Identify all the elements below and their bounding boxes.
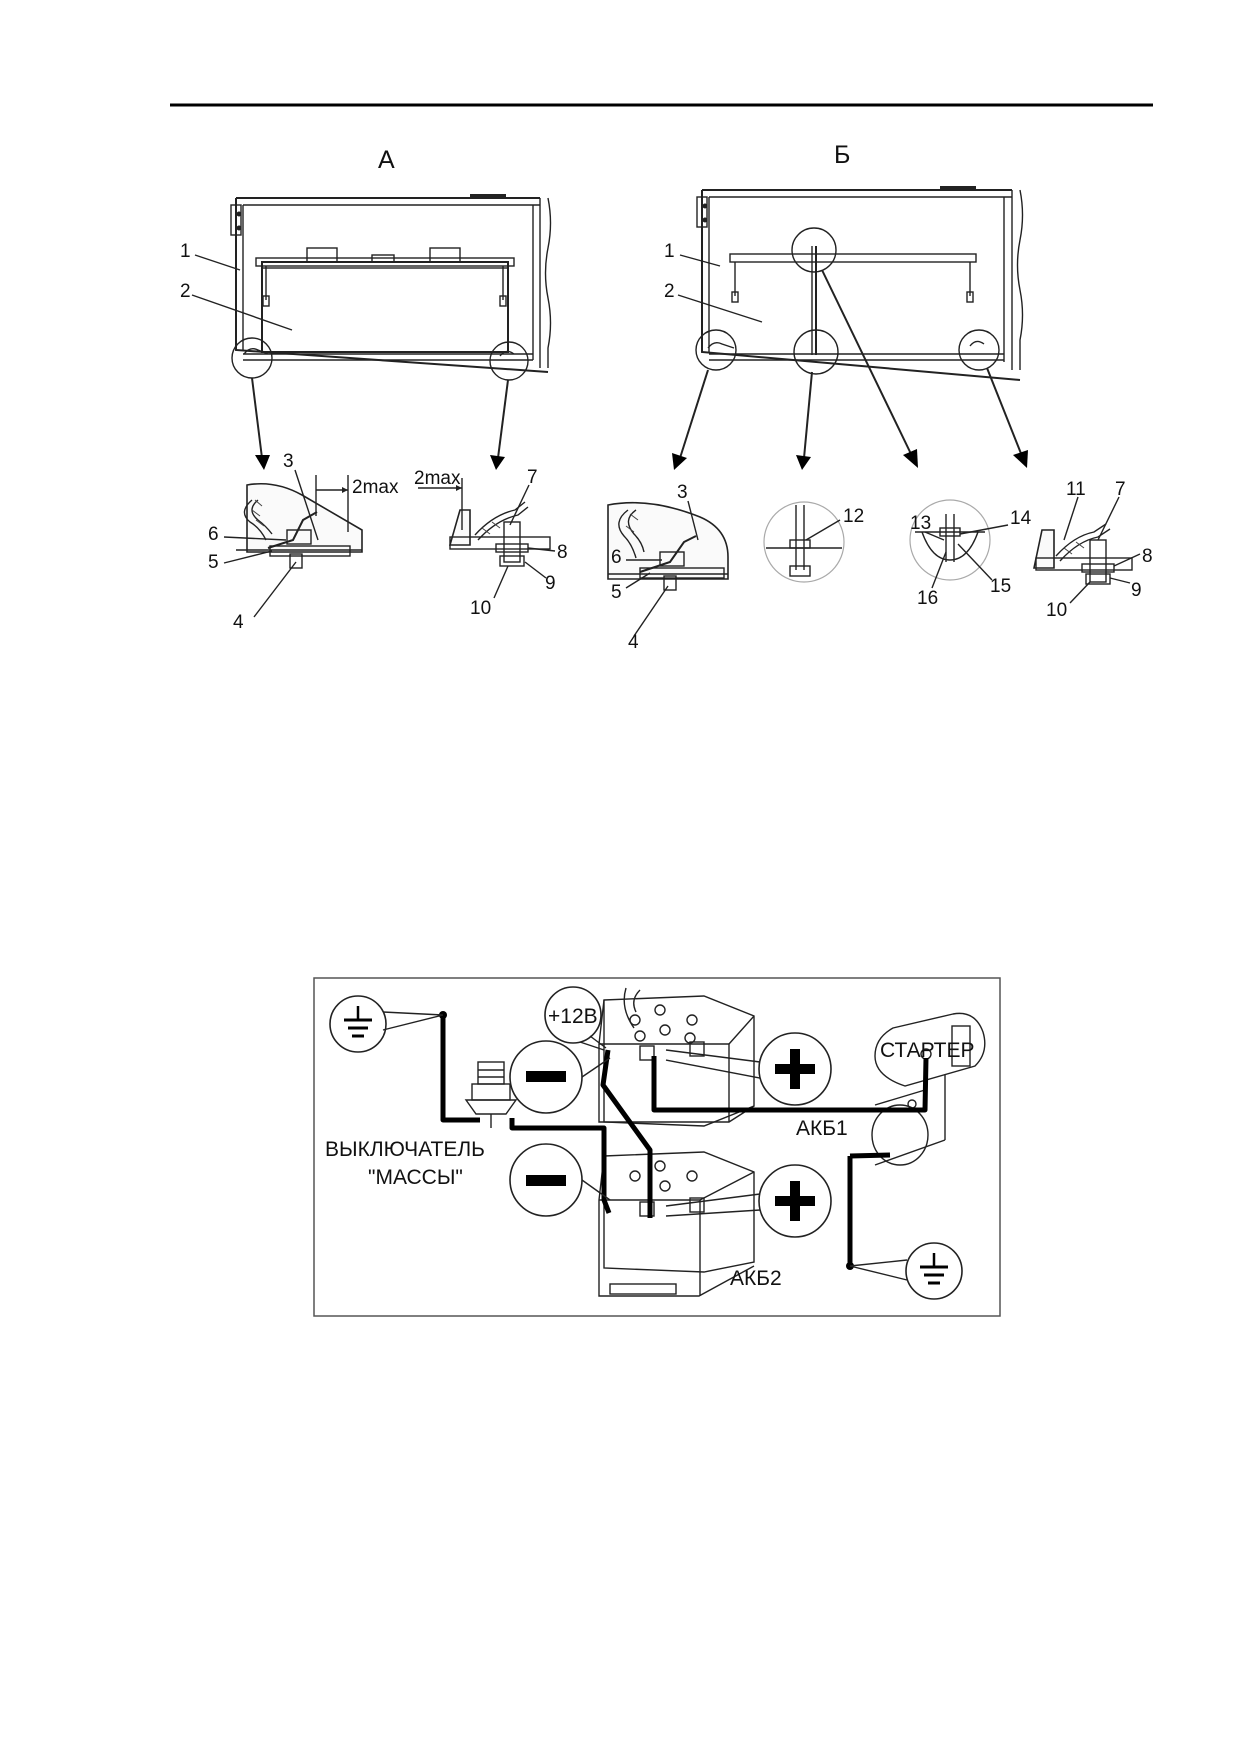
voltage-label: +12В	[548, 1005, 598, 1028]
callout-circle-right-a	[489, 341, 529, 381]
callout-label: 4	[628, 632, 639, 653]
leader	[524, 561, 547, 579]
wiring-schematic: +12В СТАРТЕР АКБ1 АКБ2 ВЫКЛЮЧАТЕЛЬ "МАСС…	[313, 977, 1001, 1317]
clearance-label: 2max	[414, 468, 461, 489]
starter	[871, 1012, 986, 1166]
plus-icon	[665, 1164, 832, 1238]
terminal-detail-a-left	[236, 475, 363, 569]
callout-label: 7	[1115, 479, 1126, 500]
callout-label: 3	[283, 451, 294, 472]
wires	[439, 987, 929, 1270]
callout-label: 14	[1010, 508, 1032, 529]
leader	[1069, 581, 1091, 604]
terminal-detail-b-left	[607, 501, 729, 591]
rod-top-detail-b	[909, 499, 991, 581]
callout-label: 2	[664, 281, 675, 302]
starter-label: СТАРТЕР	[880, 1039, 975, 1062]
mass-switch	[464, 1061, 518, 1128]
callout-label: 8	[1142, 546, 1153, 567]
view-b: Б	[607, 141, 1153, 653]
clearance-label: 2max	[352, 477, 399, 498]
callout-label: 4	[233, 612, 244, 633]
voltage-tag	[544, 986, 607, 1051]
callout-label: 9	[1131, 580, 1142, 601]
leader	[253, 561, 297, 618]
callout-label: 2	[180, 281, 191, 302]
leader	[223, 550, 273, 564]
arrows-view-b	[672, 269, 1028, 470]
switch-label-sub: "МАССЫ"	[368, 1166, 463, 1189]
ground-icon	[849, 1242, 963, 1300]
callout-label: 10	[470, 598, 491, 619]
view-a-title: А	[378, 146, 395, 174]
callout-label: 5	[208, 552, 219, 573]
leader	[687, 500, 699, 541]
callout-label: 11	[1066, 479, 1086, 500]
schematic-frame	[313, 977, 1001, 1317]
minus-icon	[509, 1040, 611, 1114]
battery-akb1	[598, 995, 755, 1127]
callout-label: 3	[677, 482, 688, 503]
leader	[1113, 553, 1141, 567]
leader	[223, 536, 287, 541]
battery1-label: АКБ1	[796, 1117, 848, 1140]
callout-label: 10	[1046, 600, 1067, 621]
view-a: А	[180, 146, 568, 633]
battery-akb2	[598, 1151, 755, 1297]
rod-detail-b	[763, 501, 845, 583]
battery-compartment-b	[695, 186, 1024, 381]
battery-compartment-a	[230, 194, 552, 381]
leader	[527, 547, 556, 552]
leaders-view-a	[191, 254, 293, 331]
callout-label: 1	[664, 241, 675, 262]
leader	[959, 524, 1009, 535]
leaders-view-b	[677, 254, 763, 323]
callout-circle-left-a	[231, 337, 273, 379]
arrows-view-a	[251, 377, 509, 470]
callout-label: 12	[843, 506, 864, 527]
leader	[633, 585, 669, 637]
leader	[625, 572, 651, 589]
callout-label: 5	[611, 582, 622, 603]
callout-label: 7	[527, 467, 538, 488]
leader	[924, 531, 945, 541]
switch-label: ВЫКЛЮЧАТЕЛЬ	[325, 1138, 485, 1161]
callout-label: 13	[910, 513, 931, 534]
callout-label: 9	[545, 573, 556, 594]
leader	[1109, 577, 1131, 584]
leader	[294, 469, 319, 541]
leader	[931, 551, 947, 589]
callout-label: 6	[208, 524, 219, 545]
view-b-title: Б	[834, 141, 850, 169]
leader	[957, 543, 993, 581]
callout-label: 15	[990, 576, 1011, 597]
leader	[1097, 496, 1120, 541]
minus-icon	[509, 1143, 611, 1217]
callout-label: 8	[557, 542, 568, 563]
battery2-label: АКБ2	[730, 1267, 782, 1290]
callout-label: 1	[180, 241, 191, 262]
leader	[805, 519, 841, 541]
terminal-detail-b-right	[1033, 523, 1133, 585]
terminal-detail-a-right	[418, 478, 551, 567]
battery-a	[261, 261, 509, 353]
ground-icon	[329, 995, 444, 1053]
callout-label: 6	[611, 547, 622, 568]
callout-label: 16	[917, 588, 938, 609]
plus-icon	[665, 1032, 832, 1106]
leader	[509, 484, 530, 526]
leader	[1063, 496, 1079, 541]
leader	[493, 565, 509, 599]
